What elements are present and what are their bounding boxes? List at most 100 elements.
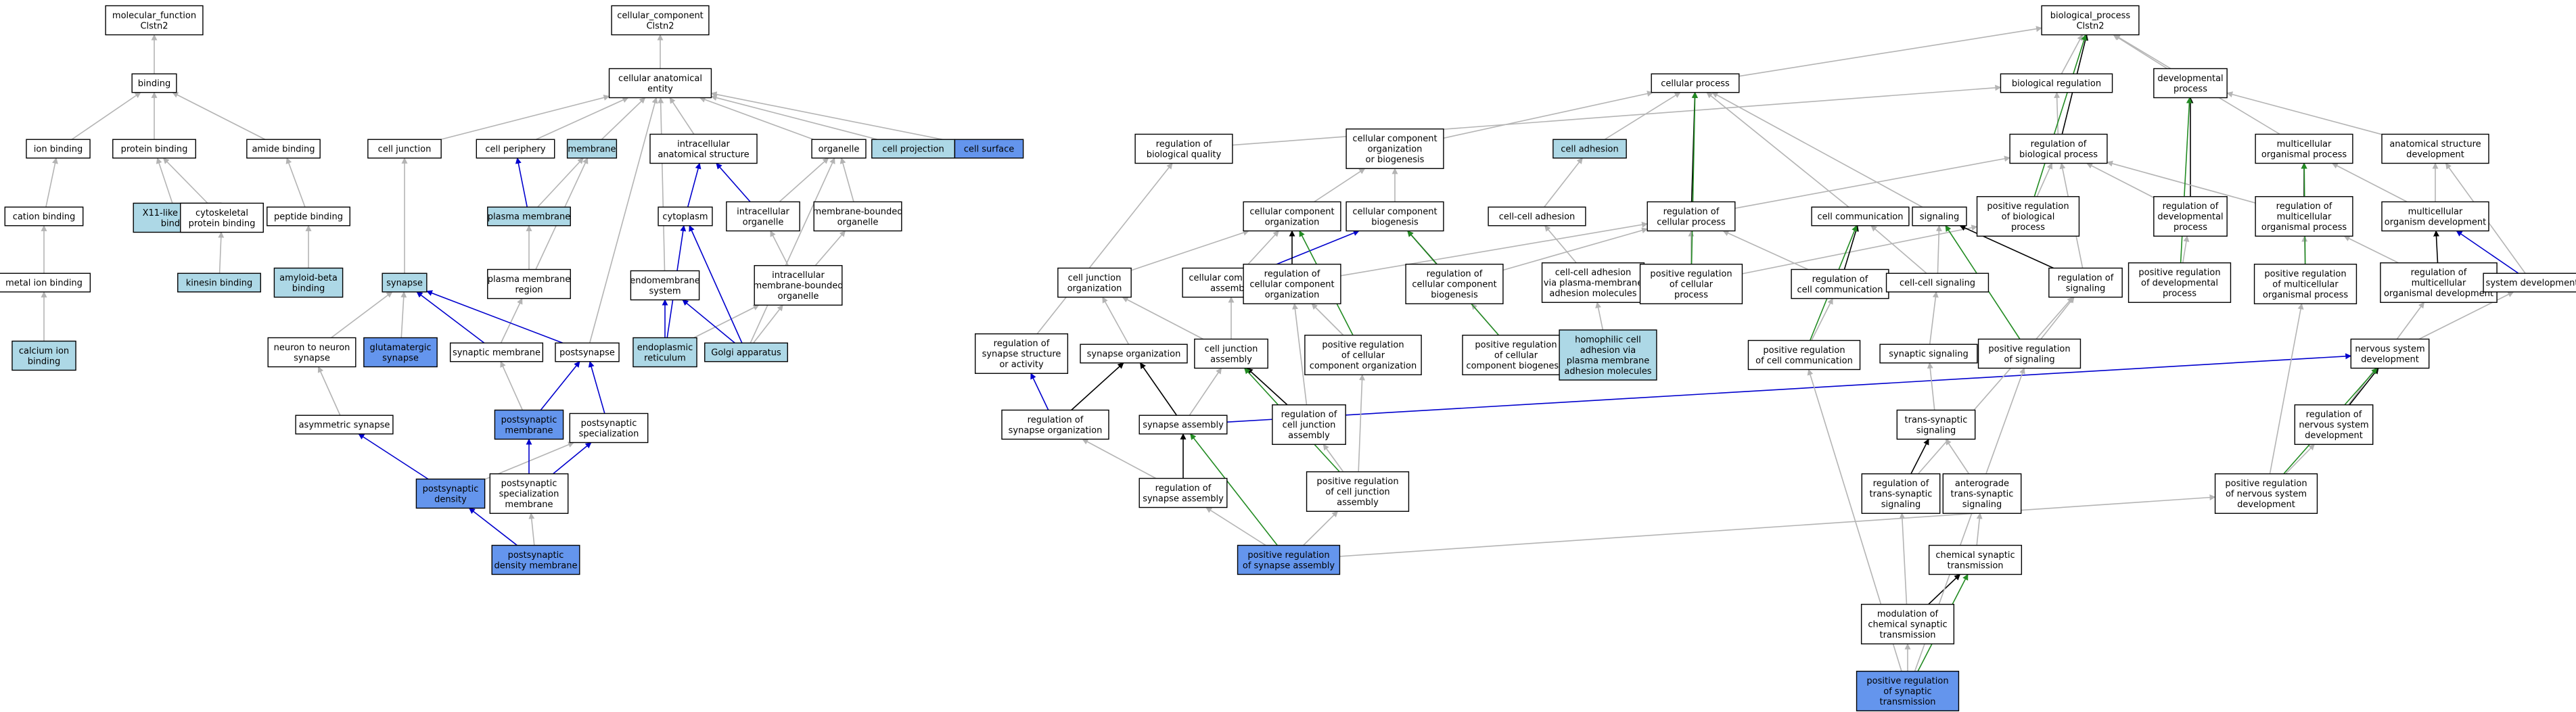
term-box (489, 473, 569, 514)
term-node-amide-binding: amide binding (246, 139, 321, 159)
term-label: of synaptic (1883, 687, 1931, 697)
term-label: cellular component (1352, 207, 1437, 217)
term-node-golgi: Golgi apparatus (704, 342, 788, 362)
term-box (1346, 201, 1444, 232)
term-box (2128, 262, 2232, 303)
term-box (954, 139, 1024, 159)
term-label: cell-cell signaling (1900, 279, 1975, 289)
term-box (611, 5, 710, 36)
term-box (704, 342, 788, 362)
term-label: regulation of (1873, 479, 1929, 489)
term-node-cell-periphery: cell periphery (476, 139, 555, 159)
term-label: protein binding (189, 218, 256, 229)
edge-is-a-cca_assembly-to-cco (1244, 230, 1279, 269)
term-label: binding (138, 79, 170, 89)
term-label: cell-cell adhesion (1499, 212, 1576, 222)
term-label: component organization (1310, 361, 1417, 371)
edge-is-a-cst-to-antero (1976, 513, 1983, 546)
edge-is-a-cell_surface-to-cae (710, 91, 955, 143)
term-box (2153, 68, 2228, 99)
term-label: organismal process (2263, 290, 2348, 300)
term-label: of biological (2002, 212, 2055, 222)
edge-is-a-postsynapse-to-cae (589, 97, 658, 343)
term-box (1651, 73, 1740, 93)
term-box (2380, 262, 2498, 303)
edge-is-a-ccs-to-cell_comm (1870, 225, 1927, 274)
term-box (632, 337, 697, 368)
term-box (1243, 201, 1341, 232)
edge-regulates-syn_assembly-to-syn_org (1139, 362, 1178, 416)
term-box (1080, 343, 1188, 364)
term-node-asym: asymmetric synapse (295, 414, 394, 435)
term-node-sys-dev: system development (2483, 272, 2576, 293)
edge-regulates-reg_tss-to-tss (1910, 438, 1929, 475)
term-label: regulation of (2058, 273, 2114, 283)
term-box (1879, 343, 1978, 364)
term-label: regulation of (1155, 483, 1212, 494)
edge-is-a-asym-to-n2n (317, 366, 341, 416)
term-node-ccs: cell-cell signaling (1885, 272, 1990, 293)
term-label: cellular process (1661, 79, 1730, 89)
term-label: transmission (1879, 697, 1935, 707)
term-label: synapse assembly (1143, 421, 1224, 431)
term-node-cell-projection: cell projection (871, 139, 955, 159)
term-label: regulation of (1663, 207, 1720, 217)
term-box (487, 206, 571, 227)
term-label: nervous system (2355, 344, 2424, 354)
term-node-syn-org: synapse organization (1080, 343, 1188, 364)
edge-is-a-nsd-to-sys_dev (2418, 291, 2514, 340)
term-node-signaling: signaling (1912, 206, 1967, 227)
edge-is-a-cca_pm-to-cca (1544, 225, 1577, 264)
edge-is-a-mod_cst-to-reg_tss (1899, 513, 1908, 604)
edge-is-a-pos_reg_sa-to-pos_reg_cja (1303, 511, 1339, 546)
term-node-syn-sig: synaptic signaling (1879, 343, 1978, 364)
edge-is-a-pos_reg_sig-to-reg_sig (2040, 296, 2075, 339)
edge-is-a-membrane-to-cae (601, 97, 646, 140)
term-node-cca: cell-cell adhesion (1488, 206, 1586, 227)
edge-is-a-reg_cp-to-reg_bp (1734, 156, 2010, 209)
term-box (1552, 139, 1627, 159)
term-label: positive regulation (1475, 340, 1557, 350)
term-box (1462, 335, 1570, 375)
term-label: biological_process (2050, 11, 2131, 21)
term-node-binding: binding (131, 73, 177, 93)
term-label: organization (1265, 217, 1320, 227)
edge-is-a-antero-to-tss (1945, 438, 1970, 475)
term-label: assembly (1337, 498, 1379, 508)
term-label: development (2361, 354, 2419, 364)
edge-is-a-reg_cco-to-reg_cp (1340, 221, 1649, 277)
term-label: endomembrane (630, 276, 700, 286)
term-label: cellular component (1249, 207, 1334, 217)
term-label: cell surface (964, 145, 1015, 155)
term-label: cell-cell adhesion (1555, 268, 1632, 278)
term-node-syn-assembly: synapse assembly (1138, 414, 1228, 435)
term-label: biogenesis (1371, 217, 1419, 227)
term-box (487, 268, 571, 300)
term-label: Golgi apparatus (711, 348, 781, 358)
term-label: synapse (386, 279, 423, 289)
term-label: specialization (579, 429, 639, 439)
term-node-cellular-process: cellular process (1651, 73, 1740, 93)
term-label: cell junction (378, 145, 432, 155)
term-label: signaling (1962, 500, 2002, 510)
edge-regulates-reg_sig-to-signaling (1959, 224, 2054, 269)
term-label: glutamatergic (369, 343, 431, 353)
term-label: adhesion via (1580, 346, 1636, 356)
term-box (1647, 201, 1736, 232)
term-box (555, 342, 620, 362)
term-label: region (515, 285, 543, 295)
edge-is-a-tss-to-syn_sig (1927, 362, 1935, 410)
term-label: regulation of (2411, 268, 2467, 278)
edge-is-a-pos_reg_cja-to-reg_cja (1322, 444, 1344, 473)
term-label: organelle (743, 217, 784, 227)
term-box (180, 202, 264, 233)
